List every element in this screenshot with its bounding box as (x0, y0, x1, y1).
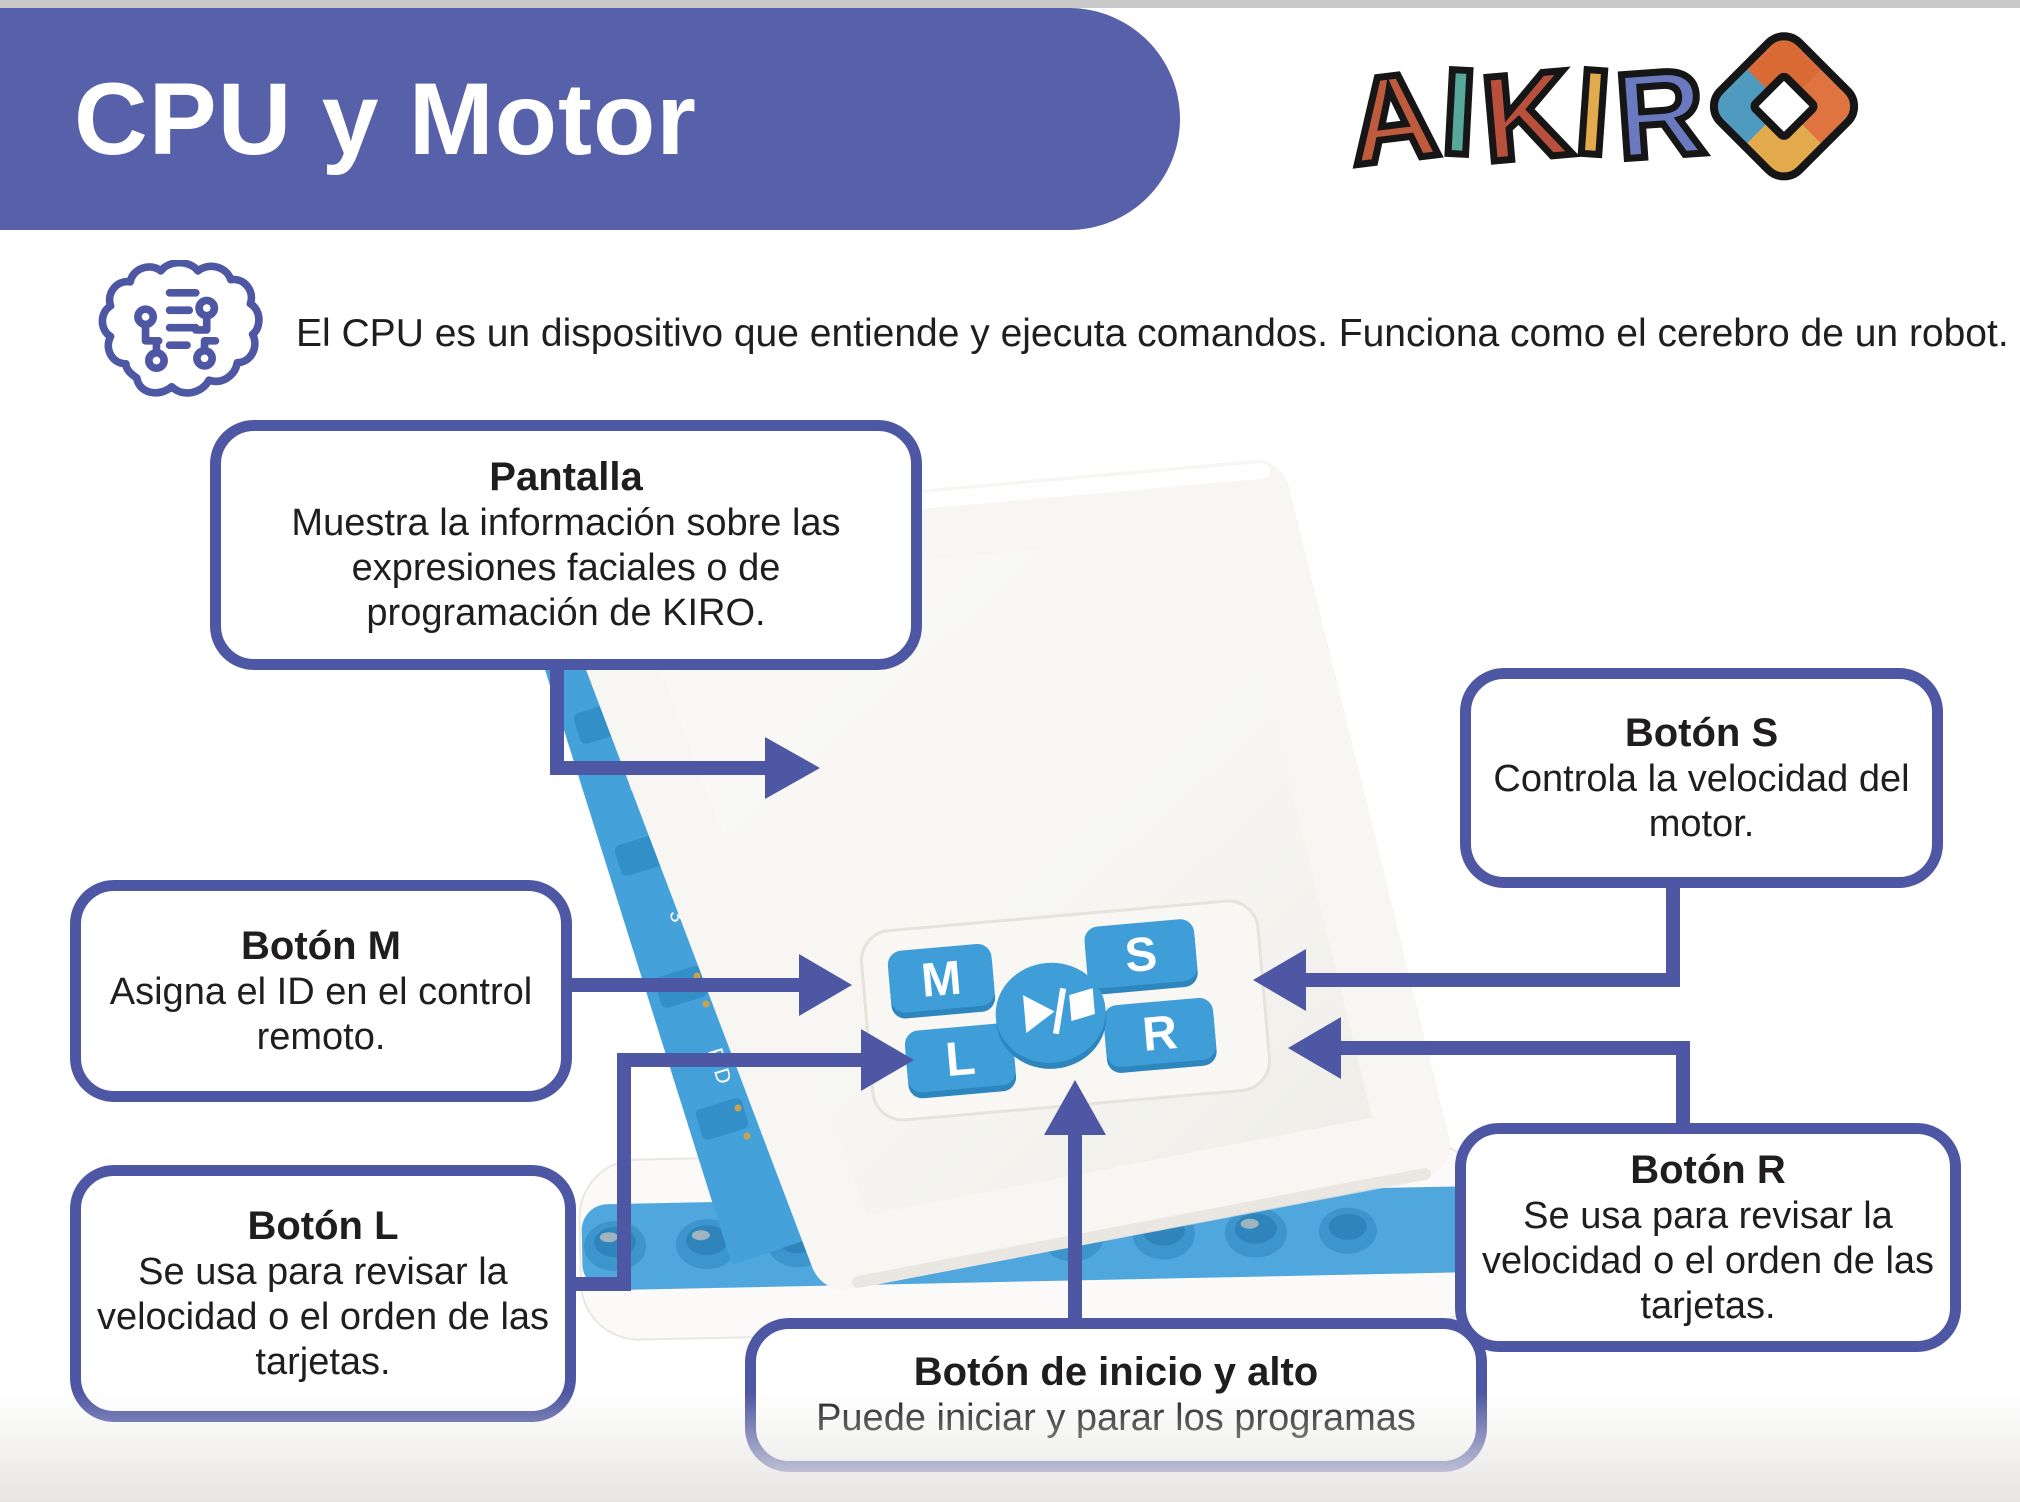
callout-boton-m-title: Botón M (241, 923, 401, 968)
key-s: S (1084, 919, 1198, 995)
callout-boton-l-title: Botón L (247, 1203, 399, 1248)
connector-boton-r (1338, 1041, 1690, 1126)
callout-boton-l: Botón L Se usa para revisar la velocidad… (70, 1165, 576, 1422)
key-r: R (1103, 997, 1217, 1073)
arrowhead-pantalla (765, 737, 820, 799)
callout-boton-l-body: Se usa para revisar la velocidad o el or… (96, 1250, 550, 1383)
arrowhead-boton-s (1253, 949, 1306, 1011)
page-top-strip (0, 0, 2020, 8)
arrowhead-inicio (1044, 1080, 1106, 1135)
callout-boton-s-title: Botón S (1624, 710, 1779, 755)
key-start-stop (995, 962, 1107, 1069)
key-m-label: M (919, 952, 963, 1008)
callout-boton-r-body: Se usa para revisar la velocidad o el or… (1481, 1194, 1935, 1327)
callout-boton-r: Botón R Se usa para revisar la velocidad… (1455, 1123, 1961, 1352)
callout-boton-m: Botón M Asigna el ID en el control remot… (70, 880, 572, 1102)
connector-pantalla (550, 645, 768, 775)
connector-boton-s (1303, 865, 1680, 987)
callout-pantalla-body: Muestra la información sobre las expresi… (291, 502, 841, 634)
play-stop-glyph (1023, 987, 1095, 1035)
key-m: M (887, 944, 996, 1019)
key-r-label: R (1140, 1006, 1179, 1062)
connector-boton-l (545, 1053, 864, 1291)
cpu-device-illustration: 1 2 3 R/D M L (498, 460, 1487, 1341)
callout-pantalla: Pantalla Muestra la información sobre la… (210, 420, 922, 670)
callout-boton-s-body: Controla la velocidad del motor. (1493, 757, 1910, 845)
arrowhead-boton-m (799, 954, 852, 1016)
callout-inicio-title: Botón de inicio y alto (913, 1349, 1319, 1394)
title-banner: CPU y Motor (0, 8, 1180, 230)
key-l-label: L (943, 1032, 977, 1087)
arrowhead-boton-l (861, 1029, 914, 1091)
brain-circuit-icon (98, 260, 263, 397)
callout-pantalla-title: Pantalla (489, 455, 643, 500)
callout-boton-r-title: Botón R (1630, 1147, 1786, 1192)
page-title: CPU y Motor (74, 61, 697, 176)
key-s-label: S (1123, 927, 1160, 983)
arrowhead-boton-r (1288, 1017, 1341, 1079)
device-keypad: M L S R (859, 899, 1272, 1122)
key-l: L (904, 1023, 1017, 1099)
callout-inicio-body: Puede iniciar y parar los programas (816, 1397, 1416, 1440)
callout-boton-s: Botón S Controla la velocidad del motor. (1460, 668, 1943, 888)
callout-boton-m-body: Asigna el ID en el control remoto. (109, 970, 533, 1058)
intro-text: El CPU es un dispositivo que entiende y … (296, 312, 2009, 355)
callout-inicio-alto: Botón de inicio y alto Puede iniciar y p… (745, 1318, 1487, 1472)
